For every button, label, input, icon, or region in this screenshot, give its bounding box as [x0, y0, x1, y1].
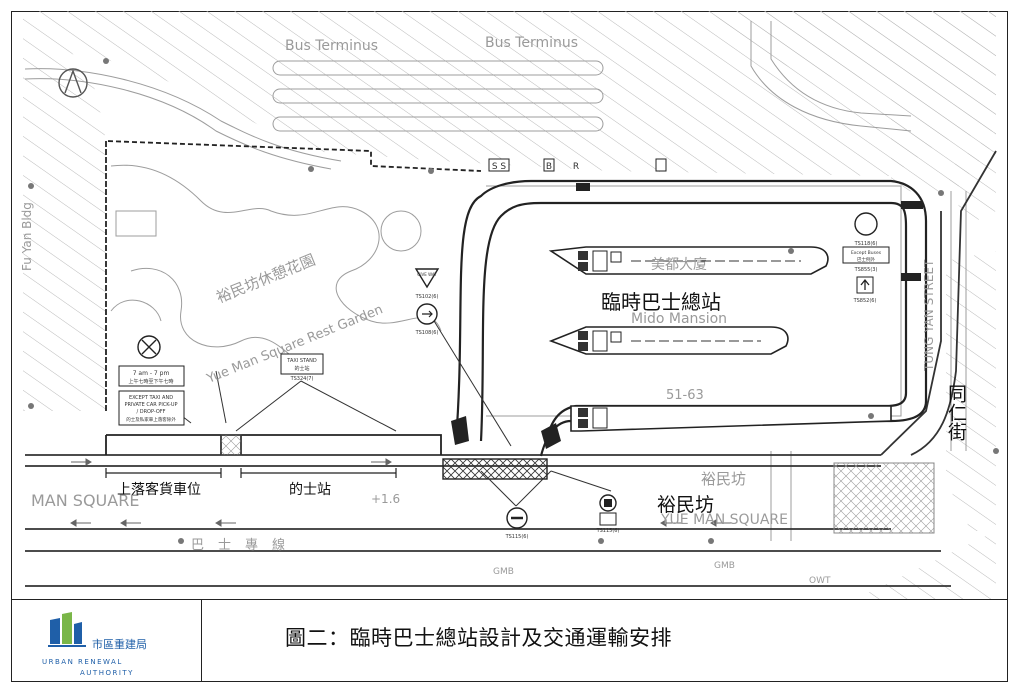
yue-man-square-en-label: YUE MAN SQUARE — [660, 512, 788, 528]
tung-yan-street-annotation: 同仁街 — [945, 384, 967, 441]
dimension-label: +1.6 — [371, 492, 400, 506]
svg-text:的士及私家車上落客除外: 的士及私家車上落客除外 — [126, 416, 176, 423]
svg-text:TS115(6): TS115(6) — [505, 534, 529, 540]
yue-man-square-cn-label: 裕民坊 — [701, 470, 746, 488]
gmb-label-1: GMB — [493, 567, 514, 577]
bus-terminus-label-2: Bus Terminus — [485, 35, 578, 51]
pickup-dropoff-annotation: 上落客貨車位 — [117, 481, 201, 498]
dimension-lines — [105, 468, 397, 478]
svg-text:Except Buses: Except Buses — [851, 250, 882, 256]
rest-garden-cn-label: 裕民坊休憩花園 — [214, 251, 318, 307]
taxi-stand-sign: TAXI STAND 的士站 TS324(7) — [280, 353, 324, 382]
footer-vertical-divider — [201, 599, 202, 682]
svg-text:GIVE WAY: GIVE WAY — [417, 272, 437, 277]
svg-text:上午七時至下午七時: 上午七時至下午七時 — [128, 378, 173, 385]
garden-boundary — [105, 140, 482, 411]
svg-text:TS118(6): TS118(6) — [854, 241, 878, 247]
site-plan-diagram: Bus Terminus Bus Terminus 裕民坊休憩花園 Yue Ma… — [20, 11, 999, 599]
warning-sign-icon: TS115(6) — [596, 494, 620, 534]
svg-text:TAXI STAND: TAXI STAND — [286, 358, 317, 364]
bus-stop-markers: S S B R — [488, 158, 667, 172]
bus-only-roundel-icon: TS118(6) — [854, 212, 878, 247]
svg-text:的士站: 的士站 — [294, 365, 309, 372]
roundabout-sign-icon: TS108(6) — [415, 303, 439, 336]
bus-island-2 — [548, 326, 789, 355]
tung-yan-en-label: TUNG YAN STREET — [922, 259, 936, 372]
svg-text:S S: S S — [492, 162, 507, 172]
cross-hatched-junction — [833, 462, 935, 534]
ura-logo: 市區重建局 URBAN RENEWAL AUTHORITY — [42, 612, 147, 677]
svg-text:/ DROP-OFF: / DROP-OFF — [136, 409, 165, 415]
bus-terminus-label-1: Bus Terminus — [285, 38, 378, 54]
no-stopping-sign-icon — [137, 335, 161, 359]
bus-island-3 — [570, 405, 892, 432]
terminus-annotation: 臨時巴士總站 — [601, 290, 721, 314]
hours-sign: 7 am - 7 pm 上午七時至下午七時 — [118, 365, 185, 387]
lane-arrows — [70, 458, 731, 527]
logo-text-en-1: URBAN RENEWAL — [42, 658, 123, 666]
fu-yan-bldg-label: Fu Yan Bldg — [20, 202, 34, 271]
yue-man-fong-annotation: 裕民坊 — [657, 494, 714, 516]
logo-text-cn: 市區重建局 — [92, 637, 147, 651]
leader-lines — [155, 315, 612, 507]
hatched-bay — [220, 434, 242, 456]
svg-text:7 am - 7 pm: 7 am - 7 pm — [133, 370, 170, 377]
except-buses-sign: Except Buses 巴士例外 TS855(3) — [842, 246, 890, 273]
svg-text:TS324(7): TS324(7) — [290, 376, 314, 382]
mido-cn-label: 美都大廈 — [651, 256, 707, 273]
no-entry-sign-icon: TS115(6) — [505, 507, 529, 540]
bus-island-1 — [548, 246, 829, 275]
cross-hatched-box — [442, 458, 548, 480]
svg-text:PRIVATE CAR PICK-UP: PRIVATE CAR PICK-UP — [124, 402, 177, 408]
logo-text-en-2: AUTHORITY — [80, 669, 134, 677]
hatched-areas — [23, 11, 996, 599]
north-arrow-icon — [58, 68, 88, 98]
svg-text:EXCEPT TAXI AND: EXCEPT TAXI AND — [129, 395, 173, 401]
up-arrow-sign-icon: TS852(6) — [853, 276, 877, 304]
except-taxi-sign: EXCEPT TAXI AND PRIVATE CAR PICK-UP / DR… — [118, 390, 185, 426]
bus-only-marking: 巴士專線 — [191, 537, 299, 553]
svg-text:TS102(6): TS102(6) — [415, 294, 439, 300]
owt-label: OWT — [809, 576, 831, 586]
kerbside-bays — [105, 434, 442, 455]
mido-en-label: Mido Mansion — [631, 311, 727, 327]
gmb-label-2: GMB — [714, 561, 735, 571]
svg-text:巴士例外: 巴士例外 — [857, 256, 875, 263]
mido-number-label: 51-63 — [666, 388, 704, 403]
svg-text:TS108(6): TS108(6) — [415, 330, 439, 336]
footer-divider — [11, 599, 1008, 600]
svg-text:B: B — [546, 162, 552, 172]
svg-text:R: R — [573, 162, 579, 172]
figure-caption: 圖二：臨時巴士總站設計及交通運輸安排 — [285, 626, 672, 650]
lamp-posts — [28, 58, 999, 544]
taxi-stand-annotation: 的士站 — [289, 482, 331, 498]
svg-text:TS852(6): TS852(6) — [853, 298, 877, 304]
yue-man-square-left-label: MAN SQUARE — [31, 491, 139, 510]
give-way-sign-icon: GIVE WAY TS102(6) — [415, 268, 440, 300]
svg-text:TS855(3): TS855(3) — [854, 267, 878, 273]
svg-text:TS115(6): TS115(6) — [596, 528, 620, 534]
entrance-shelters — [451, 183, 923, 449]
